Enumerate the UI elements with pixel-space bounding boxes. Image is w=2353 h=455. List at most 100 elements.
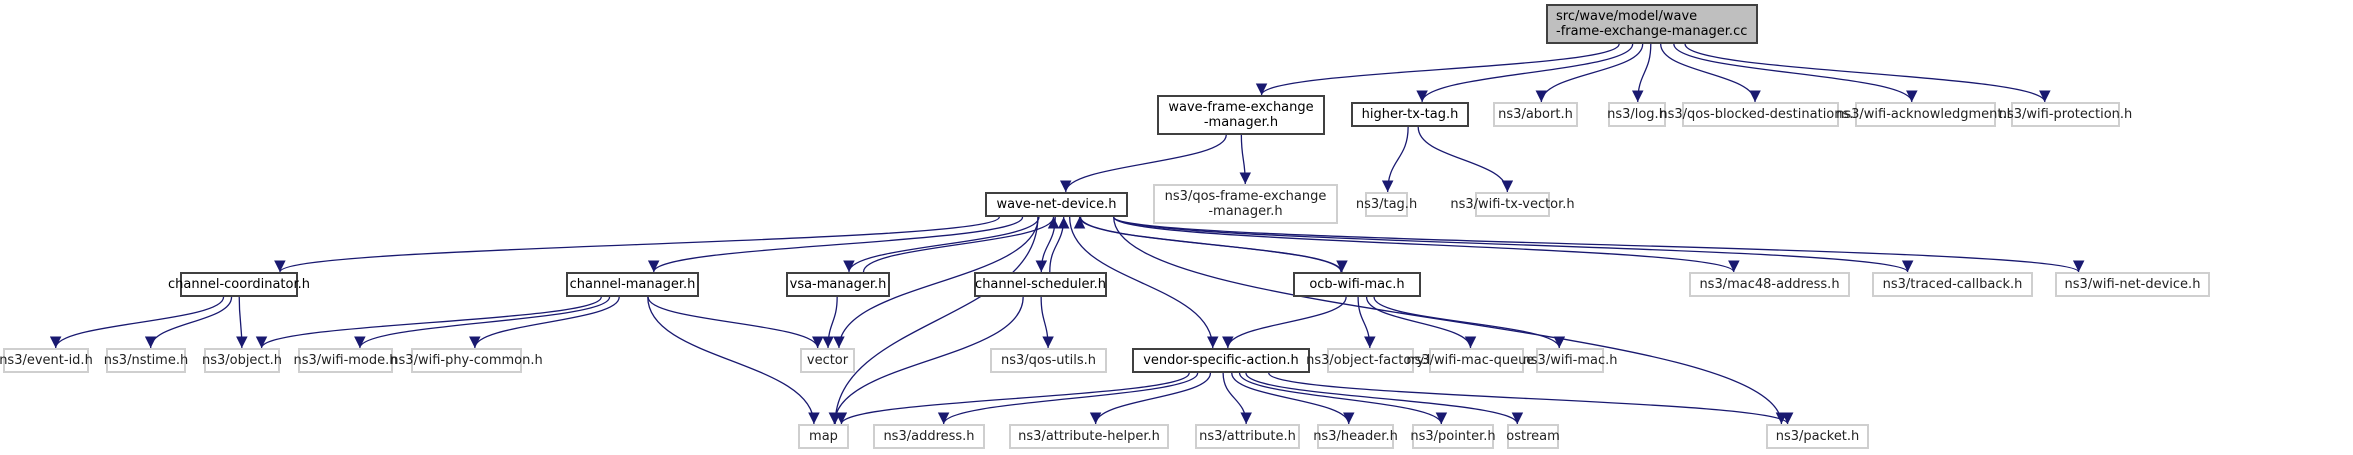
edge-channel_sched-to-map: [828, 296, 1024, 425]
node-ns3-traced-callback-h: ns3/traced-callback.h: [1872, 272, 2033, 297]
node-ocb-wifi-mac-h[interactable]: ocb-wifi-mac.h: [1293, 272, 1421, 297]
node-label: wave-frame-exchange -manager.h: [1168, 100, 1314, 130]
edge-channel_mgr-to-wifi_mode: [354, 296, 611, 349]
edge-root-to-wifi_prot: [1684, 43, 2051, 103]
node-ns3-qos-frame-exchange-manager-h: ns3/qos-frame-exchange -manager.h: [1153, 184, 1338, 224]
node-label: ns3/object.h: [201, 353, 283, 368]
edge-root-to-qos_blocked: [1660, 43, 1761, 103]
edge-wave_net_device-to-vsa: [1069, 216, 1219, 349]
edge-channel_mgr-to-object: [255, 296, 602, 349]
node-ns3-wifi-protection-h: ns3/wifi-protection.h: [1999, 102, 2132, 127]
node-label: ns3/wifi-protection.h: [1998, 107, 2133, 122]
edge-wave_net_device-to-mac48: [1112, 216, 1740, 273]
node-label: higher-tx-tag.h: [1361, 107, 1459, 122]
edge-ocb_wifi_mac-to-wifi_mac_queue: [1365, 296, 1477, 349]
edge-wave_net_device-to-map: [829, 216, 1039, 425]
edge-root-to-abort: [1535, 43, 1644, 103]
edge-wave_net_device-to-vector: [833, 216, 1039, 349]
node-label: ns3/qos-utils.h: [1000, 353, 1097, 368]
edge-ocb_wifi_mac-to-object_factory: [1357, 296, 1376, 349]
node-vector: vector: [800, 348, 855, 373]
edge-channel_coord-to-object: [235, 296, 248, 349]
edge-wave_net_device-to-packet: [1113, 216, 1788, 425]
node-label: ocb-wifi-mac.h: [1309, 277, 1405, 292]
node-label: ns3/qos-frame-exchange -manager.h: [1164, 189, 1327, 219]
edge-vsa-to-packet: [1268, 372, 1794, 425]
edge-ocb_wifi_mac-to-wifi_mac: [1373, 296, 1566, 349]
node-label: ns3/pointer.h: [1410, 429, 1496, 444]
edge-channel_mgr-to-wifi_phy_common: [469, 296, 620, 349]
edge-root-to-wfem_h: [1255, 43, 1620, 96]
node-label: ns3/wifi-mac-queue.h: [1406, 353, 1547, 368]
node-ns3-log-h: ns3/log.h: [1607, 102, 1667, 127]
node-label: ns3/tag.h: [1355, 197, 1418, 212]
edge-vsa_mgr-to-wave_net_device: [862, 216, 1060, 273]
edge-vsa-to-attr_helper: [1089, 372, 1212, 425]
node-label: ostream: [1506, 429, 1560, 444]
edge-wave_net_device-to-wifi_net_device: [1113, 216, 2085, 273]
node-label: ns3/wifi-phy-common.h: [390, 353, 543, 368]
node-higher-tx-tag-h[interactable]: higher-tx-tag.h: [1351, 102, 1469, 127]
node-channel-manager-h[interactable]: channel-manager.h: [566, 272, 699, 297]
node-ns3-wifi-mac-queue-h: ns3/wifi-mac-queue.h: [1406, 348, 1547, 373]
node-ns3-object-h: ns3/object.h: [201, 348, 283, 373]
node-ns3-wifi-mac-h: ns3/wifi-mac.h: [1523, 348, 1617, 373]
edge-vsa_mgr-to-vector: [822, 296, 838, 349]
edge-wave_net_device-to-vsa_mgr: [843, 216, 1040, 273]
node-root-file[interactable]: src/wave/model/wave -frame-exchange-mana…: [1546, 4, 1758, 44]
node-wave-frame-exchange-manager-h[interactable]: wave-frame-exchange -manager.h: [1157, 95, 1325, 135]
node-channel-scheduler-h[interactable]: channel-scheduler.h: [974, 272, 1107, 297]
node-label: src/wave/model/wave -frame-exchange-mana…: [1556, 9, 1748, 39]
edge-vsa-to-header: [1231, 372, 1355, 425]
edge-vsa-to-ostream: [1245, 372, 1524, 425]
node-label: ns3/object-factory.h: [1306, 353, 1435, 368]
node-label: ns3/log.h: [1607, 107, 1667, 122]
node-ns3-packet-h: ns3/packet.h: [1766, 424, 1869, 449]
node-label: wave-net-device.h: [996, 197, 1117, 212]
edge-root-to-wifi_ack: [1673, 43, 1918, 103]
node-label: ns3/attribute.h: [1199, 429, 1296, 444]
edge-wave_net_device-to-channel_sched: [1035, 216, 1056, 273]
node-label: channel-coordinator.h: [168, 277, 310, 292]
node-label: ns3/attribute-helper.h: [1018, 429, 1160, 444]
edge-wave_net_device-to-channel_coord: [274, 216, 1000, 273]
edge-vsa-to-address: [937, 372, 1199, 425]
edge-wave_net_device-to-traced_cb: [1113, 216, 1914, 273]
node-label: ns3/address.h: [883, 429, 975, 444]
node-ns3-tag-h: ns3/tag.h: [1356, 192, 1417, 217]
node-ns3-qos-utils-h: ns3/qos-utils.h: [990, 348, 1107, 373]
node-label: vsa-manager.h: [789, 277, 887, 292]
node-label: map: [809, 429, 838, 444]
edge-channel_sched-to-wave_net_device: [1049, 216, 1070, 273]
node-label: ns3/wifi-net-device.h: [2064, 277, 2201, 292]
node-ns3-event-id-h: ns3/event-id.h: [0, 348, 93, 373]
edge-channel_sched-to-qos_utils: [1040, 296, 1054, 349]
edge-wfem_h-to-wave_net_device: [1059, 134, 1227, 193]
node-label: ns3/wifi-mac.h: [1522, 353, 1618, 368]
edge-higher_tx_tag-to-wifi_tx_vector: [1417, 126, 1514, 193]
node-ns3-wifi-tx-vector-h: ns3/wifi-tx-vector.h: [1450, 192, 1575, 217]
node-label: channel-manager.h: [569, 277, 696, 292]
node-wave-net-device-h[interactable]: wave-net-device.h: [985, 192, 1128, 217]
node-label: vector: [806, 353, 849, 368]
node-label: ns3/wifi-mode.h: [293, 353, 398, 368]
edge-wfem_h-to-qos_fem: [1239, 134, 1252, 185]
node-vsa-manager-h[interactable]: vsa-manager.h: [786, 272, 890, 297]
node-label: ns3/wifi-tx-vector.h: [1450, 197, 1575, 212]
node-label: ns3/abort.h: [1498, 107, 1573, 122]
node-map: map: [798, 424, 849, 449]
node-ns3-pointer-h: ns3/pointer.h: [1410, 424, 1496, 449]
node-ns3-wifi-acknowledgment-h: ns3/wifi-acknowledgment.h: [1836, 102, 2015, 127]
node-ns3-nstime-h: ns3/nstime.h: [104, 348, 188, 373]
edge-root-to-higher_tx_tag: [1416, 43, 1634, 103]
node-ns3-object-factory-h: ns3/object-factory.h: [1306, 348, 1435, 373]
node-channel-coordinator-h[interactable]: channel-coordinator.h: [168, 272, 310, 297]
edge-channel_mgr-to-map: [647, 296, 820, 425]
node-ns3-wifi-phy-common-h: ns3/wifi-phy-common.h: [390, 348, 543, 373]
edge-vsa-to-map: [835, 372, 1190, 425]
node-ns3-abort-h: ns3/abort.h: [1493, 102, 1578, 127]
node-label: ns3/qos-blocked-destinations.h: [1659, 107, 1862, 122]
node-vendor-specific-action-h[interactable]: vendor-specific-action.h: [1132, 348, 1310, 373]
node-ns3-wifi-mode-h: ns3/wifi-mode.h: [293, 348, 398, 373]
